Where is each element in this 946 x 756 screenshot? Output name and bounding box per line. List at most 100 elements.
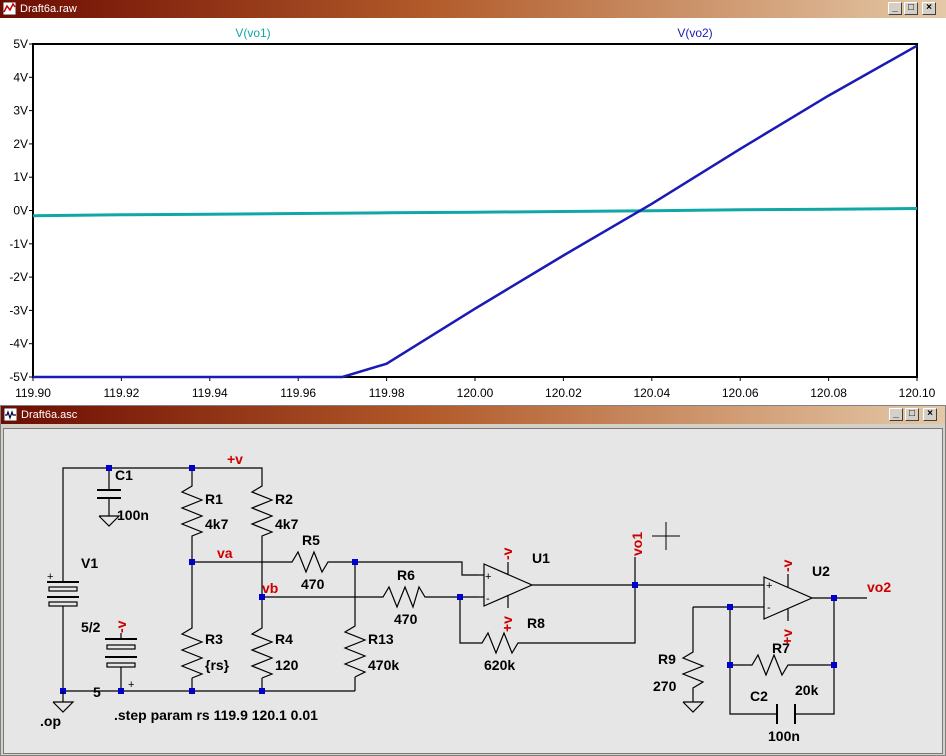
y-tick-label: 4V xyxy=(13,70,28,84)
waveform-window-titlebar[interactable]: Draft6a.raw _ □ × xyxy=(0,0,946,18)
trace-vo1[interactable] xyxy=(32,207,918,218)
v1-label[interactable]: V1 xyxy=(81,555,98,571)
u2-plus-pin: + xyxy=(766,580,772,592)
ground-symbols xyxy=(52,691,705,713)
net-label-u1-mv[interactable]: -v xyxy=(499,547,515,560)
r2-label[interactable]: R2 xyxy=(275,491,293,507)
r8-value[interactable]: 620k xyxy=(484,657,515,673)
r4-symbol xyxy=(250,622,274,679)
x-tick-label: 120.00 xyxy=(457,386,494,400)
r9-label[interactable]: R9 xyxy=(658,651,676,667)
resistor-symbols xyxy=(180,480,797,692)
x-tick-label: 120.06 xyxy=(722,386,759,400)
u2-minus-pin: - xyxy=(767,602,771,614)
legend-vo1[interactable]: V(vo1) xyxy=(235,26,270,40)
c1-value[interactable]: 100n xyxy=(117,507,149,523)
schematic-canvas[interactable]: C1 100n R1 4k7 R2 4k7 R5 470 R6 470 R8 6… xyxy=(3,428,943,754)
r2-value[interactable]: 4k7 xyxy=(275,516,299,532)
u2-label[interactable]: U2 xyxy=(812,563,830,579)
y-tick-label: -5V xyxy=(9,370,28,384)
close-button[interactable]: × xyxy=(923,408,937,421)
opamp-symbols xyxy=(478,562,814,621)
r1-symbol xyxy=(180,480,204,542)
r7-symbol xyxy=(747,653,797,677)
waveform-window-title: Draft6a.raw xyxy=(20,3,77,15)
net-label-va[interactable]: va xyxy=(217,545,233,561)
wires xyxy=(62,467,867,715)
y-tick-label: -2V xyxy=(9,270,28,284)
r9-symbol xyxy=(681,647,705,692)
x-tick-label: 119.90 xyxy=(15,386,51,400)
r2-symbol xyxy=(250,480,274,542)
r7-label[interactable]: R7 xyxy=(772,640,790,656)
net-label-v2-mv[interactable]: -v xyxy=(113,620,129,633)
schematic-window-titlebar[interactable]: Draft6a.asc _ □ × xyxy=(1,406,945,424)
r4-label[interactable]: R4 xyxy=(275,631,293,647)
v2-plus-pin: + xyxy=(128,679,134,691)
net-label-vb[interactable]: vb xyxy=(262,580,278,596)
r7-value[interactable]: 20k xyxy=(795,682,819,698)
u2-symbol xyxy=(763,576,814,620)
r6-value[interactable]: 470 xyxy=(394,611,418,627)
schematic-window: Draft6a.asc _ □ × xyxy=(0,405,946,756)
r9-value[interactable]: 270 xyxy=(653,678,677,694)
c1-label[interactable]: C1 xyxy=(115,467,133,483)
net-label-pv[interactable]: +v xyxy=(227,451,243,467)
y-tick-label: -3V xyxy=(9,303,28,317)
x-tick-label: 120.10 xyxy=(899,386,936,400)
waveform-plot[interactable]: V(vo1) V(vo2) 5V4V3V2V1V0V-1V-2V-3V-4V-5… xyxy=(0,18,946,403)
maximize-button[interactable]: □ xyxy=(904,2,918,15)
v1-plus-pin: + xyxy=(47,571,53,583)
v2-symbol xyxy=(105,638,137,674)
net-label-u2-pv[interactable]: +v xyxy=(779,629,795,645)
net-label-u2-mv[interactable]: -v xyxy=(779,559,795,572)
close-button[interactable]: × xyxy=(922,2,936,15)
waveform-app-icon xyxy=(2,1,17,16)
minimize-button[interactable]: _ xyxy=(889,408,903,421)
r5-value[interactable]: 470 xyxy=(301,576,325,592)
r1-value[interactable]: 4k7 xyxy=(205,516,229,532)
u1-label[interactable]: U1 xyxy=(532,550,550,566)
trace-vo2[interactable] xyxy=(33,44,918,379)
r6-symbol xyxy=(377,585,430,609)
u1-symbol xyxy=(483,563,534,607)
y-tick-label: 0V xyxy=(13,204,28,218)
y-tick-label: -1V xyxy=(9,237,28,251)
r8-label[interactable]: R8 xyxy=(527,615,545,631)
junctions xyxy=(60,465,837,694)
net-label-u1-pv[interactable]: +v xyxy=(499,616,515,632)
capacitor-symbols xyxy=(97,480,796,724)
net-label-vo2[interactable]: vo2 xyxy=(867,579,891,595)
r3-symbol xyxy=(180,622,204,679)
v1-value[interactable]: 5/2 xyxy=(81,619,101,635)
r5-label[interactable]: R5 xyxy=(302,532,320,548)
x-tick-label: 120.02 xyxy=(545,386,582,400)
step-directive[interactable]: .step param rs 119.9 120.1 0.01 xyxy=(114,707,318,723)
y-tick-label: -4V xyxy=(9,337,28,351)
u1-minus-pin: - xyxy=(486,593,490,605)
legend-vo2[interactable]: V(vo2) xyxy=(677,26,712,40)
crosshair-cursor-icon xyxy=(652,522,680,550)
c2-label[interactable]: C2 xyxy=(750,688,768,704)
r3-label[interactable]: R3 xyxy=(205,631,223,647)
r5-symbol xyxy=(287,550,332,574)
r6-label[interactable]: R6 xyxy=(397,567,415,583)
r13-label[interactable]: R13 xyxy=(368,631,394,647)
maximize-button[interactable]: □ xyxy=(905,408,919,421)
r8-symbol xyxy=(476,631,525,655)
v2-value[interactable]: 5 xyxy=(93,684,101,700)
op-directive[interactable]: .op xyxy=(40,713,61,729)
y-tick-label: 2V xyxy=(13,137,28,151)
c2-value[interactable]: 100n xyxy=(768,728,800,744)
r13-value[interactable]: 470k xyxy=(368,657,399,673)
r3-value[interactable]: {rs} xyxy=(205,657,230,673)
r13-symbol xyxy=(343,620,367,678)
x-tick-label: 120.04 xyxy=(633,386,670,400)
x-tick-label: 119.94 xyxy=(192,386,228,400)
u1-plus-pin: + xyxy=(485,571,491,583)
net-label-vo1[interactable]: vo1 xyxy=(629,532,645,556)
r4-value[interactable]: 120 xyxy=(275,657,299,673)
minimize-button[interactable]: _ xyxy=(888,2,902,15)
r1-label[interactable]: R1 xyxy=(205,491,223,507)
x-tick-label: 119.92 xyxy=(103,386,139,400)
